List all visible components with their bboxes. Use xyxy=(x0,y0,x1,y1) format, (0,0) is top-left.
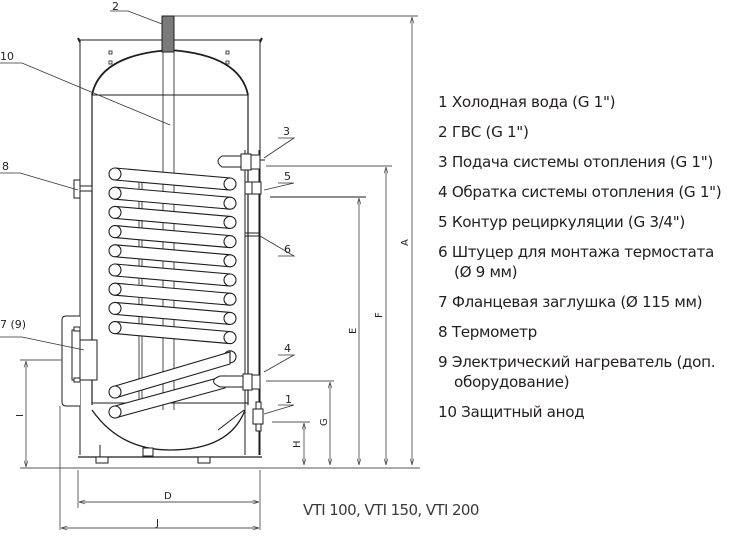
coil-tube-section xyxy=(223,215,237,229)
callout-10: 10 xyxy=(0,50,14,63)
legend-item-text: Фланцевая заглушка (Ø 115 мм) xyxy=(451,293,703,311)
coil-tube-section xyxy=(223,331,237,345)
coil-return-leg xyxy=(114,351,231,419)
coil-turn xyxy=(114,167,231,191)
connection-6-thermostat xyxy=(245,232,259,237)
legend-item-continuation: оборудование) xyxy=(454,373,570,391)
coil-tube-section xyxy=(223,177,237,191)
coil-tube-section xyxy=(223,235,237,249)
legend-item-text: Термометр xyxy=(451,323,538,341)
callout-1: 1 xyxy=(285,393,292,406)
coil-turn xyxy=(114,225,231,249)
dim-label-d: D xyxy=(164,491,172,502)
legend-item: 7 Фланцевая заглушка (Ø 115 мм) xyxy=(438,292,728,312)
coil-tube-section xyxy=(108,405,122,419)
legend-item: 9 Электрический нагреватель (доп. оборудо… xyxy=(438,352,728,392)
coil-tube-section xyxy=(108,167,122,181)
legend-item-continuation: (Ø 9 мм) xyxy=(454,263,518,281)
coil-tube-section xyxy=(108,186,122,200)
legend-item: 1 Холодная вода (G 1") xyxy=(438,92,728,112)
callout-5: 5 xyxy=(284,170,291,183)
coil-turn xyxy=(114,205,231,229)
coil-turn xyxy=(114,186,231,210)
dim-label-j: J xyxy=(155,518,159,529)
legend-item: 5 Контур рециркуляции (G 3/4") xyxy=(438,212,728,232)
coil-tube-section xyxy=(108,205,122,219)
legend-item-text: Контур рециркуляции (G 3/4") xyxy=(451,213,685,231)
coil-tube-section xyxy=(223,254,237,268)
legend-item-text: ГВС (G 1") xyxy=(451,123,529,141)
coil-tube-section xyxy=(108,301,122,315)
connection-1-cold-water xyxy=(217,401,264,432)
connection-5-recirculation xyxy=(244,181,262,195)
legend-item-text: Электрический нагреватель (доп. xyxy=(451,353,716,371)
coil-tube-section xyxy=(108,282,122,296)
coil-tube-section xyxy=(108,244,122,258)
legend-item: 3 Подача системы отопления (G 1") xyxy=(438,152,728,172)
coil-turn xyxy=(114,282,231,306)
legend-item-text: Обратка системы отопления (G 1") xyxy=(451,183,722,201)
legend-item: 2 ГВС (G 1") xyxy=(438,122,728,142)
legend-item-number: 9 xyxy=(438,353,448,371)
callout-2: 2 xyxy=(112,0,119,13)
callout-3: 3 xyxy=(283,125,290,138)
feet xyxy=(95,445,211,464)
legend-item-number: 5 xyxy=(438,213,448,231)
dim-label-e: E xyxy=(348,328,359,334)
legend-item: 10 Защитный анод xyxy=(438,402,728,422)
dim-label-g: G xyxy=(319,418,330,426)
legend: 1 Холодная вода (G 1")2 ГВС (G 1")3 Пода… xyxy=(438,92,728,432)
callout-leaders xyxy=(0,10,296,415)
callout-4: 4 xyxy=(284,342,291,355)
legend-item-text: Защитный анод xyxy=(461,403,585,421)
dimension-lines xyxy=(20,15,420,530)
heat-exchanger-coil xyxy=(108,167,237,419)
coil-tube-section xyxy=(223,273,237,287)
legend-item-text: Штуцер для монтажа термостата xyxy=(451,243,714,261)
coil-turn xyxy=(114,321,231,345)
coil-turn xyxy=(114,244,231,268)
coil-tube-section xyxy=(223,311,237,325)
dim-label-h: H xyxy=(292,440,303,448)
legend-item-text: Подача системы отопления (G 1") xyxy=(451,153,713,171)
model-caption: VTI 100, VTI 150, VTI 200 xyxy=(303,501,479,519)
dim-label-a: A xyxy=(400,239,411,246)
legend-item-number: 8 xyxy=(438,323,448,341)
legend-item: 8 Термометр xyxy=(438,322,728,342)
callout-8: 8 xyxy=(2,160,9,173)
dim-label-f: F xyxy=(374,312,385,318)
dim-label-i: I xyxy=(15,414,26,417)
coil-tube-section xyxy=(223,196,237,210)
callout-6: 6 xyxy=(284,243,291,256)
legend-item: 4 Обратка системы отопления (G 1") xyxy=(438,182,728,202)
coil-tube-section xyxy=(108,385,122,399)
legend-item-number: 1 xyxy=(438,93,448,111)
legend-item-number: 4 xyxy=(438,183,448,201)
legend-item-number: 2 xyxy=(438,123,448,141)
thermometer xyxy=(73,179,93,199)
coil-tube-section xyxy=(223,292,237,306)
coil-turn xyxy=(114,301,231,325)
coil-turn xyxy=(114,263,231,287)
legend-item-number: 3 xyxy=(438,153,448,171)
legend-item-text: Холодная вода (G 1") xyxy=(451,93,616,111)
flange-plug xyxy=(61,315,98,407)
legend-item-number: 6 xyxy=(438,243,448,261)
connection-4-return xyxy=(213,373,261,391)
coil-tube-section xyxy=(108,263,122,277)
coil-tube-section xyxy=(108,321,122,335)
legend-item-number: 7 xyxy=(438,293,448,311)
legend-item: 6 Штуцер для монтажа термостата (Ø 9 мм) xyxy=(438,242,728,282)
connection-3-supply xyxy=(217,153,265,171)
callout-7-9: 7 (9) xyxy=(0,318,26,331)
legend-item-number: 10 xyxy=(438,403,457,421)
coil-tube-section xyxy=(108,225,122,239)
